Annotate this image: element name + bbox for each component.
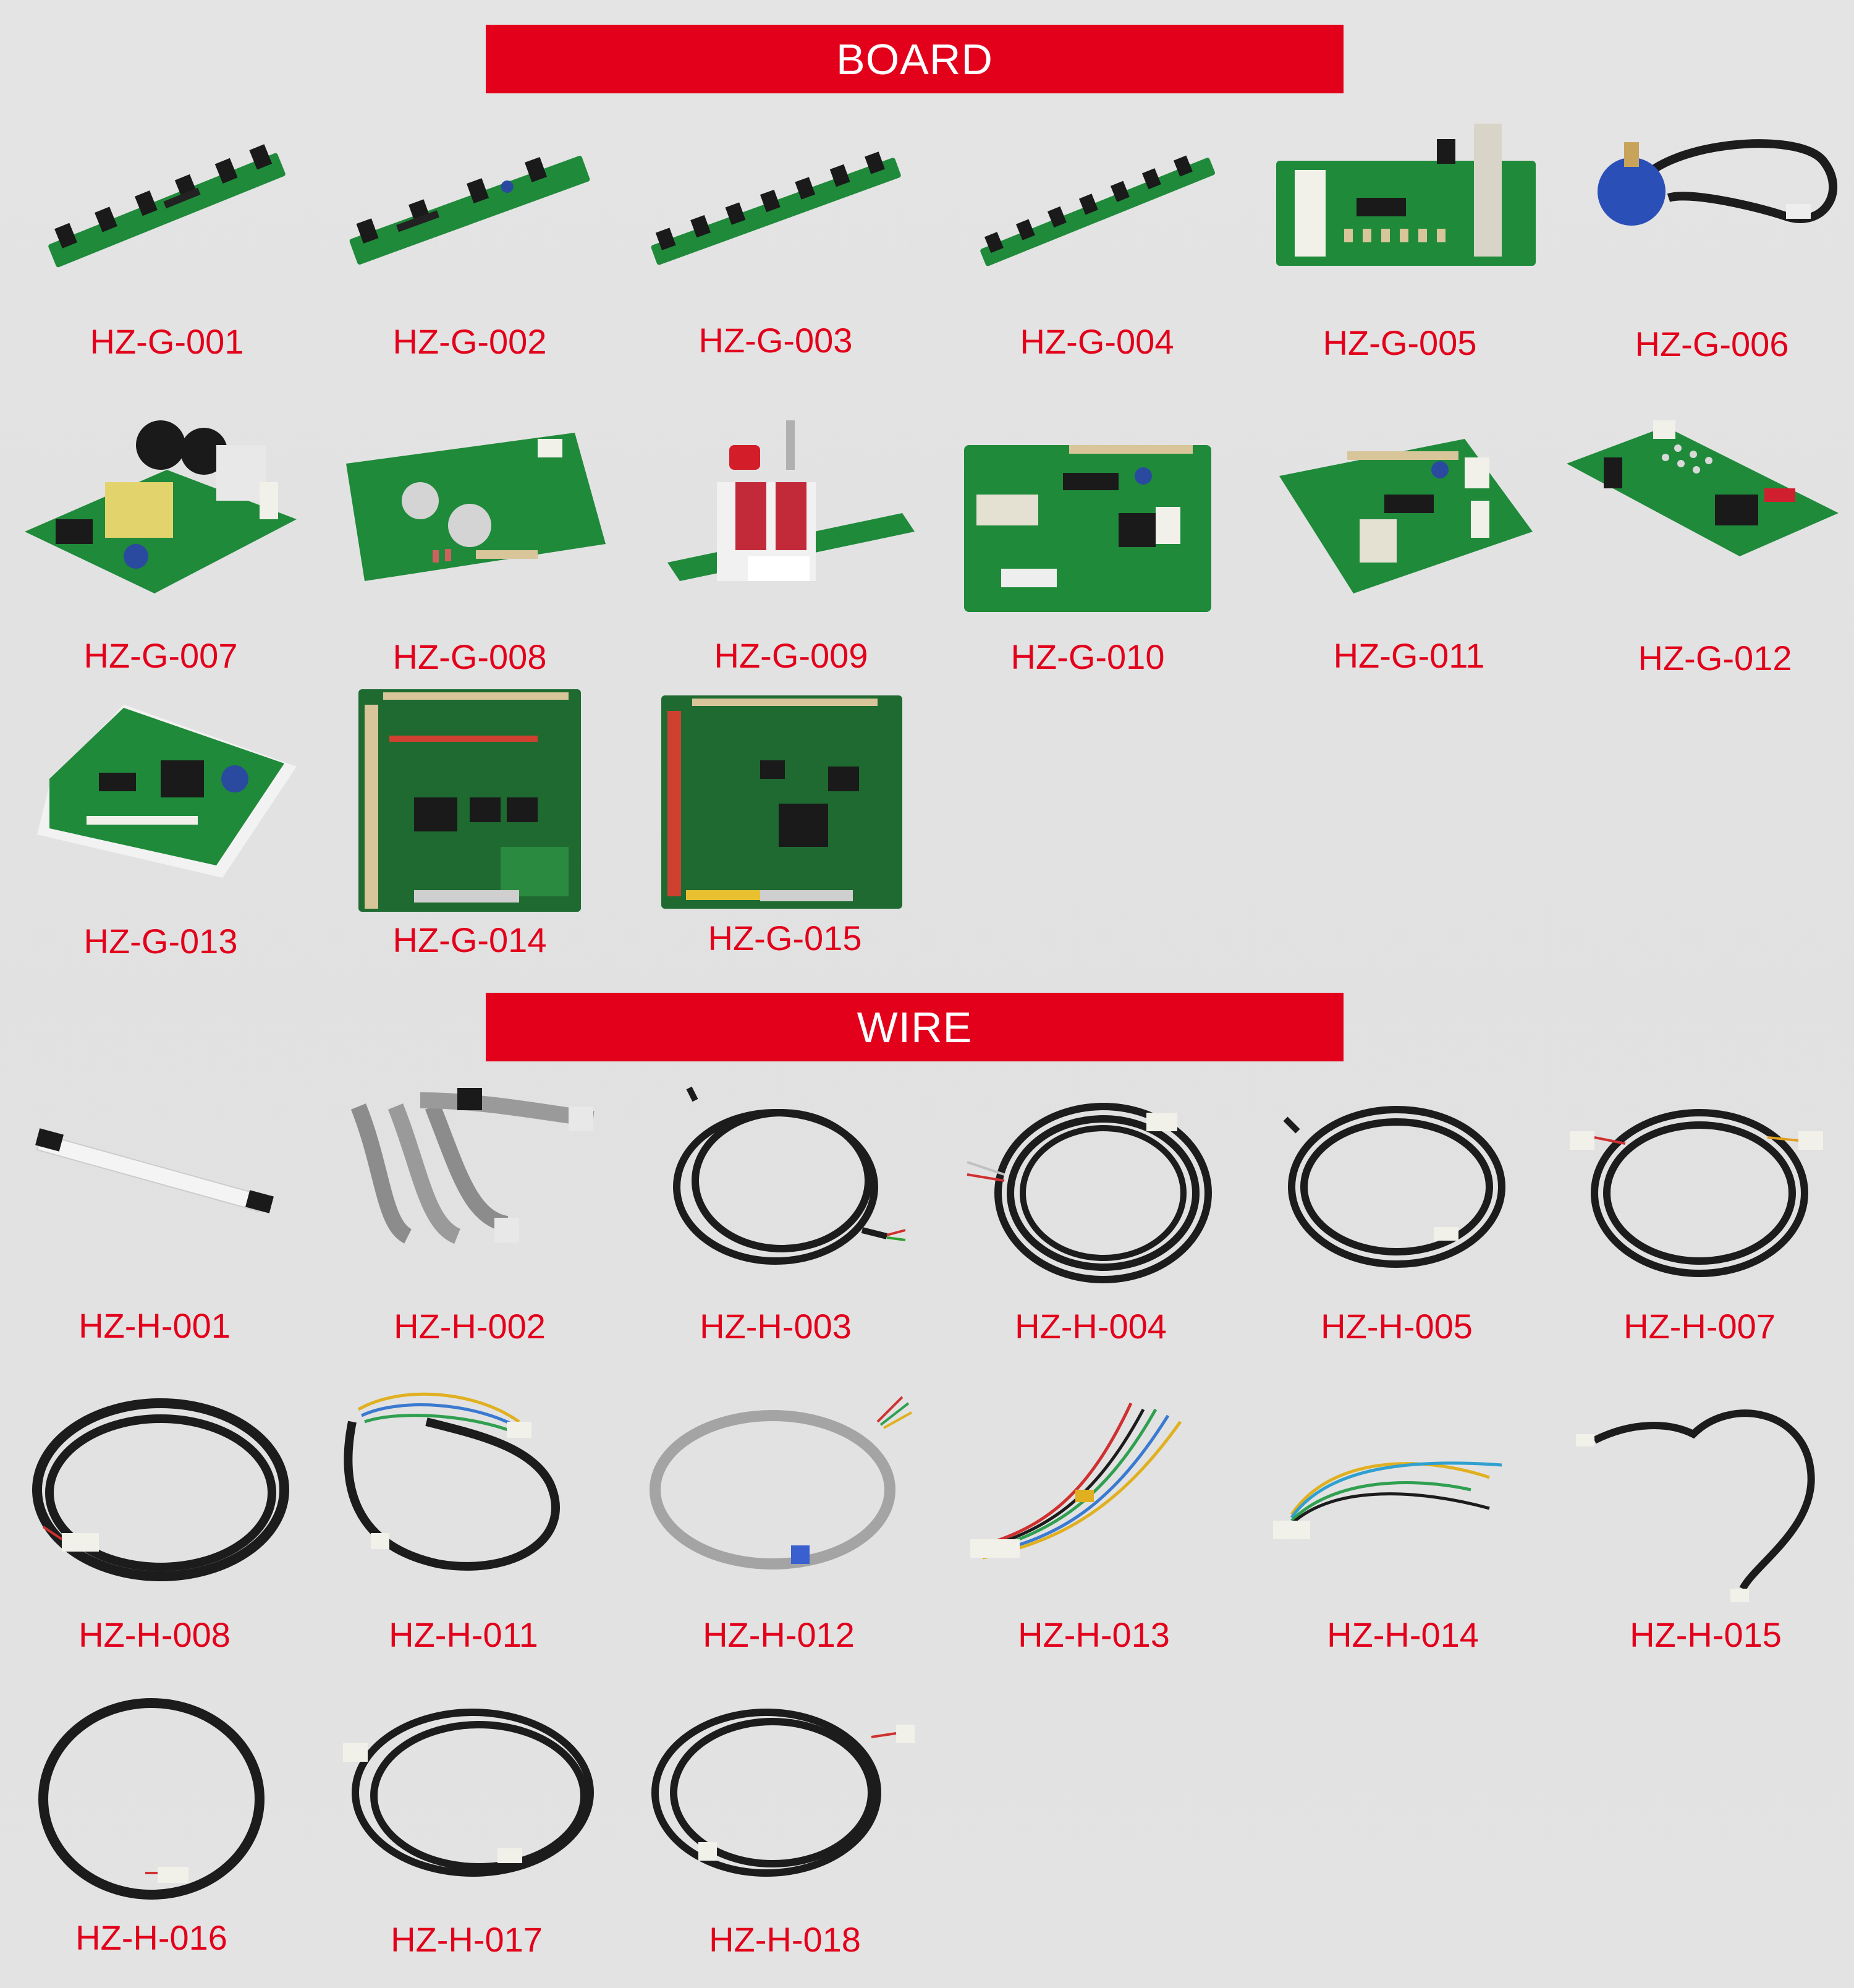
main-pcb-icon [637,680,933,915]
product-code: HZ-G-001 [90,322,244,361]
product-code: HZ-G-004 [1020,322,1174,361]
potentiometer-cable-icon [1564,93,1854,328]
switch-pcb-icon [643,408,939,643]
panel-pcb-icon [321,408,618,643]
product-code: HZ-H-008 [78,1615,231,1654]
product-code: HZ-G-015 [708,919,862,958]
sensor-bar-pcb-icon [321,93,618,328]
colored-harness-icon [946,1385,1242,1620]
product-code: HZ-H-001 [78,1306,231,1345]
product-code: HZ-H-007 [1623,1307,1776,1346]
connector-pcb-icon [1251,93,1548,328]
product-code: HZ-G-002 [392,322,547,361]
product-code: HZ-G-008 [392,637,547,676]
product-code: HZ-G-012 [1638,639,1792,678]
grey-cable-icon [630,1385,927,1620]
colored-harness-icon [1255,1385,1551,1620]
product-code: HZ-G-010 [1010,637,1165,676]
product-code: HZ-H-012 [703,1615,855,1654]
coiled-cable-icon [942,1076,1239,1310]
product-code: HZ-H-018 [709,1920,861,1959]
coiled-cable-icon [3,1688,300,1922]
driver-pcb-icon [12,692,309,927]
product-code: HZ-G-005 [1323,323,1477,362]
colored-harness-icon [315,1385,612,1620]
wire-section-banner: WIRE [486,993,1344,1061]
main-pcb-icon [321,680,618,915]
product-code: HZ-H-005 [1321,1307,1473,1346]
led-pcb-icon [1567,408,1854,643]
product-code: HZ-H-014 [1327,1615,1479,1654]
control-pcb-icon [939,408,1236,643]
sensor-bar-pcb-icon [949,93,1245,328]
product-code: HZ-H-004 [1015,1307,1167,1346]
product-code: HZ-G-006 [1635,325,1789,363]
product-code: HZ-G-011 [1333,636,1485,675]
product-code: HZ-H-013 [1018,1615,1170,1654]
board-section-title: BOARD [836,35,993,83]
product-code: HZ-H-017 [391,1920,543,1959]
coiled-cable-icon [1551,1076,1848,1310]
coiled-cable-icon [627,1076,924,1310]
ribbon-cable-icon [321,1076,618,1310]
product-code: HZ-G-007 [83,636,238,675]
product-code: HZ-H-015 [1630,1615,1782,1654]
coiled-cable-icon [1248,1076,1545,1310]
sensor-bar-pcb-icon [19,93,315,328]
product-code: HZ-H-016 [75,1918,227,1957]
control-pcb-icon [1261,408,1557,643]
product-code: HZ-H-003 [700,1307,852,1346]
wire-section-title: WIRE [857,1003,973,1051]
power-supply-pcb-icon [12,408,309,643]
coiled-cable-icon [1557,1385,1854,1620]
product-code: HZ-G-003 [698,321,853,360]
product-code: HZ-G-009 [714,636,868,675]
flat-cable-icon [6,1076,303,1310]
board-section-banner: BOARD [486,25,1344,93]
coiled-cable-icon [318,1688,615,1922]
coiled-cable-icon [637,1688,933,1922]
coiled-cable-icon [6,1385,303,1620]
product-code: HZ-H-011 [389,1615,538,1654]
product-code: HZ-H-002 [394,1307,546,1346]
sensor-bar-pcb-icon [627,93,924,328]
product-code: HZ-G-013 [83,922,238,961]
product-code: HZ-G-014 [392,920,547,959]
